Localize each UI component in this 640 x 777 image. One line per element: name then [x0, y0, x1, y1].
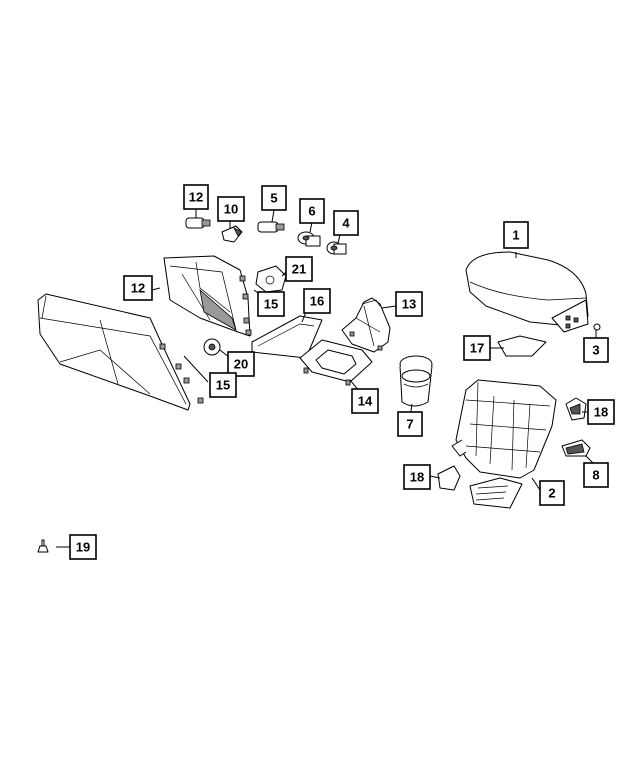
callout-4: 4	[333, 210, 359, 236]
part-3-screw	[593, 323, 601, 331]
callout-label: 18	[410, 470, 424, 485]
callout-label: 20	[234, 357, 248, 372]
callout-8: 8	[583, 462, 609, 488]
callout-7: 7	[397, 411, 423, 437]
callout-19: 19	[69, 534, 97, 560]
callout-label: 1	[512, 228, 519, 243]
callout-label: 16	[310, 294, 324, 309]
callout-15-top: 15	[257, 291, 285, 317]
part-17-pad	[497, 335, 547, 357]
callout-10: 10	[217, 196, 245, 222]
callout-9: 12	[183, 184, 209, 210]
part-5-plug	[257, 221, 285, 233]
callout-18-right: 18	[587, 399, 615, 425]
callout-label: 15	[264, 297, 278, 312]
callout-18-left: 18	[403, 464, 431, 490]
callout-13: 13	[395, 291, 423, 317]
callout-label: 15	[216, 378, 230, 393]
callout-label: 6	[308, 204, 315, 219]
callout-label: 4	[342, 216, 350, 231]
callout-6: 6	[299, 198, 325, 224]
callout-17: 17	[463, 335, 491, 361]
callout-12: 12	[123, 275, 153, 301]
part-18-switch-top	[565, 397, 587, 421]
part-13-shift-boot	[341, 297, 391, 353]
part-2-console-base	[451, 379, 557, 509]
callout-20: 20	[227, 351, 255, 377]
callout-label: 17	[470, 341, 484, 356]
callout-label: 10	[224, 202, 238, 217]
part-9-plug	[185, 217, 211, 229]
callout-label: 21	[292, 262, 306, 277]
part-10-connector	[221, 225, 243, 243]
callout-label: 7	[406, 417, 413, 432]
callout-21: 21	[285, 256, 313, 282]
callout-15-bottom: 15	[209, 372, 237, 398]
callout-label: 18	[594, 405, 608, 420]
part-21-plate	[255, 265, 287, 293]
callout-label: 12	[131, 281, 145, 296]
callout-1: 1	[503, 221, 529, 249]
callout-3: 3	[583, 337, 609, 363]
part-20-clip	[203, 338, 221, 356]
part-8-switch	[561, 439, 591, 457]
callout-label: 2	[548, 486, 555, 501]
callout-label: 13	[402, 297, 416, 312]
callout-2: 2	[539, 480, 565, 506]
callout-label: 8	[592, 468, 599, 483]
part-16-inner-panel	[159, 255, 252, 404]
part-19-fastener	[37, 539, 49, 553]
callout-label: 19	[76, 540, 90, 555]
callout-label: 14	[358, 394, 373, 409]
callout-14: 14	[351, 388, 379, 414]
part-12-side-panel	[37, 293, 191, 411]
part-1-armrest	[465, 251, 589, 333]
part-16-flat-panel	[251, 315, 323, 359]
part-6-socket	[297, 231, 321, 247]
callout-label: 5	[270, 191, 277, 206]
callout-label: 3	[592, 343, 599, 358]
part-14-bezel	[299, 339, 373, 386]
part-18-cover-left	[437, 465, 461, 491]
callout-16: 16	[303, 288, 331, 314]
part-4-socket	[326, 241, 347, 255]
callout-label: 12	[189, 190, 203, 205]
callout-5: 5	[261, 185, 287, 211]
part-7-cup-holder	[399, 355, 433, 407]
